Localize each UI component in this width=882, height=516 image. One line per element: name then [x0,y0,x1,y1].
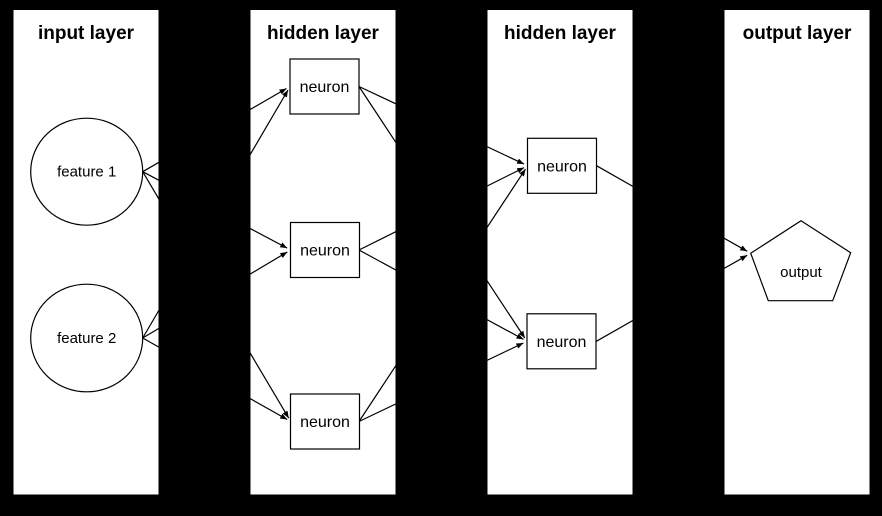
panel-hidden-layer-2 [487,10,633,495]
layer-title-hidden-1: hidden layer [267,23,380,44]
nodes [30,58,852,450]
node-label-hidden1-neuron-3: neuron [300,414,350,431]
labels: input layer hidden layer hidden layer ou… [38,23,852,431]
node-output [749,219,852,302]
node-label-hidden1-neuron-2: neuron [300,243,350,260]
node-hidden1-neuron-1 [289,58,360,115]
layer-title-output: output layer [743,23,852,44]
node-label-hidden2-neuron-1: neuron [537,158,587,175]
node-hidden1-neuron-2 [289,221,361,279]
node-feature-1 [30,117,144,226]
panel-input-layer [13,10,159,495]
node-label-hidden2-neuron-2: neuron [537,334,587,351]
node-label-hidden1-neuron-1: neuron [300,79,350,96]
node-feature-2 [30,283,144,393]
node-label-feature-2: feature 2 [57,330,116,347]
node-hidden1-neuron-3 [289,393,361,450]
layer-title-hidden-2: hidden layer [504,23,617,44]
node-label-feature-1: feature 1 [57,164,116,181]
node-label-output: output [780,264,823,281]
node-hidden2-neuron-1 [526,137,598,194]
node-hidden2-neuron-2 [526,313,597,370]
layer-title-input: input layer [38,23,135,44]
